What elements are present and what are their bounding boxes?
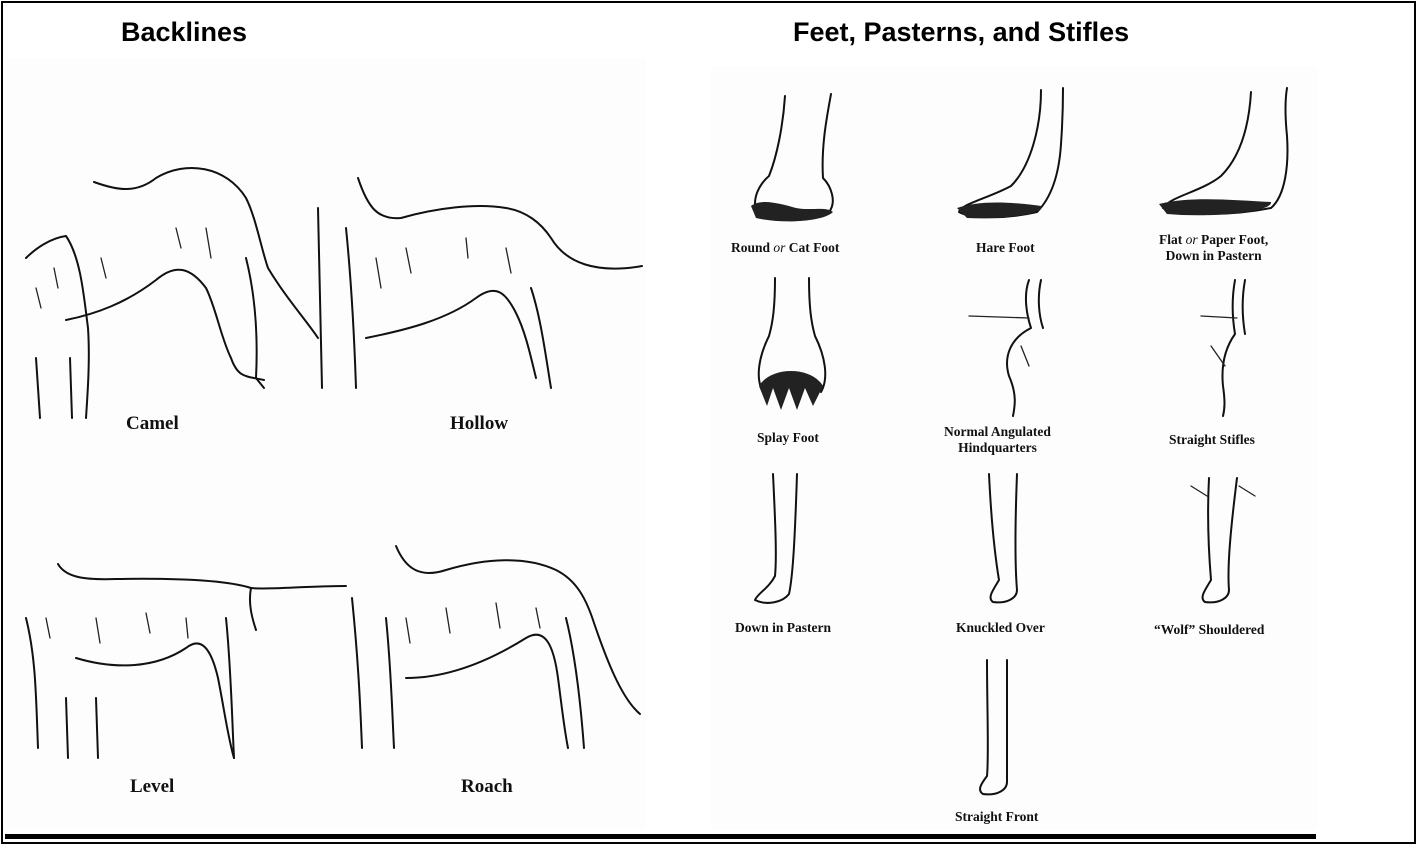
hare-foot-drawing	[957, 88, 1063, 218]
wolf-shouldered-drawing	[1191, 478, 1255, 602]
hollow-dog-drawing	[318, 178, 642, 388]
knuckled-over-label: Knuckled Over	[956, 620, 1045, 636]
camel-label: Camel	[126, 413, 179, 435]
straight-stifles-label: Straight Stifles	[1169, 432, 1255, 448]
straight-front-drawing	[980, 660, 1007, 794]
splay-foot-label: Splay Foot	[757, 430, 819, 446]
flat-paper-foot-label: Flat or Paper Foot, Down in Pastern	[1159, 232, 1268, 264]
level-label: Level	[130, 776, 174, 798]
round-cat-foot-drawing	[751, 94, 833, 221]
down-in-pastern-label: Down in Pastern	[735, 620, 831, 636]
normal-hindquarters-label: Normal Angulated Hindquarters	[944, 424, 1051, 456]
level-dog-drawing	[26, 564, 346, 758]
backlines-panel: Camel Hollow Level Roach	[6, 58, 646, 828]
feet-panel: Round or Cat Foot Hare Foot Flat or Pape…	[711, 66, 1317, 830]
feet-heading: Feet, Pasterns, and Stifles	[793, 17, 1129, 48]
flat-paper-foot-drawing	[1159, 88, 1287, 215]
roach-label: Roach	[461, 776, 513, 798]
wolf-shouldered-label: “Wolf” Shouldered	[1154, 622, 1264, 638]
hare-foot-label: Hare Foot	[976, 240, 1035, 256]
bottom-rule	[5, 834, 1316, 839]
knuckled-over-drawing	[989, 474, 1017, 602]
straight-stifles-drawing	[1201, 280, 1245, 416]
normal-hindquarters-drawing	[969, 280, 1043, 416]
backlines-heading: Backlines	[121, 17, 247, 48]
roach-dog-drawing	[352, 546, 640, 748]
hollow-label: Hollow	[450, 413, 508, 435]
camel-dog-drawing	[26, 168, 318, 418]
backlines-illustrations	[6, 58, 646, 828]
down-in-pastern-drawing	[755, 474, 797, 603]
round-cat-foot-label: Round or Cat Foot	[731, 240, 839, 256]
straight-front-label: Straight Front	[955, 809, 1038, 825]
splay-foot-drawing	[759, 278, 826, 410]
